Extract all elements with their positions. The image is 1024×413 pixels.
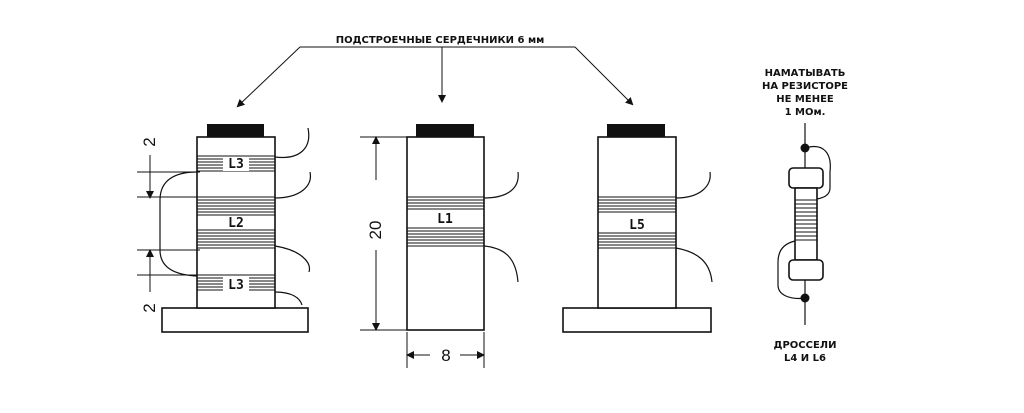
solder-point-bottom bbox=[800, 293, 810, 303]
coil-label-l1: L1 bbox=[437, 212, 453, 227]
resistor-end-cap-top bbox=[788, 167, 824, 189]
choke-lead-top bbox=[804, 146, 831, 200]
choke-caption-line-2: L4 И L6 bbox=[784, 353, 826, 364]
dim-bottom-gap: 2 bbox=[137, 249, 200, 313]
core-caption: ПОДСТРОЕЧНЫЕ СЕРДЕЧНИКИ 6 мм bbox=[336, 35, 545, 46]
arrow-right bbox=[574, 46, 634, 106]
dim-top-gap: 2 bbox=[137, 137, 200, 199]
lead-center-1 bbox=[483, 171, 519, 199]
tube-right bbox=[597, 136, 677, 309]
winding-l2: L2 bbox=[197, 196, 275, 249]
solder-point-top bbox=[800, 143, 810, 153]
arrow-left bbox=[236, 46, 301, 108]
coil-label-l2: L2 bbox=[228, 216, 244, 231]
lead-left-2 bbox=[274, 171, 311, 199]
lead-left-1 bbox=[274, 127, 310, 159]
core-cap-left bbox=[207, 124, 264, 137]
choke-caption: ДРОССЕЛИ L4 И L6 bbox=[774, 340, 837, 364]
core-cap-center bbox=[416, 124, 474, 137]
pointer-arrows bbox=[236, 46, 634, 108]
dim-label-top: 2 bbox=[140, 137, 159, 146]
core-cap-right bbox=[607, 124, 665, 137]
lead-right-2 bbox=[675, 247, 713, 283]
choke-lead-bottom bbox=[777, 240, 806, 300]
choke-caption-line-1: ДРОССЕЛИ bbox=[774, 340, 837, 351]
note-line-3: НЕ МЕНЕЕ bbox=[776, 94, 834, 105]
base-plate-right bbox=[562, 307, 712, 333]
dim-label-bottom: 2 bbox=[140, 303, 159, 312]
resistor-choke bbox=[777, 123, 831, 325]
choke-winding bbox=[795, 199, 817, 241]
dim-height: 20 bbox=[360, 136, 407, 331]
lead-right-1 bbox=[675, 171, 711, 199]
winding-l1: L1 bbox=[407, 196, 484, 247]
coil-label-l3-bottom: L3 bbox=[228, 278, 244, 293]
former-left: L3 L2 L3 bbox=[137, 124, 311, 333]
coil-label-l3-top: L3 bbox=[228, 157, 244, 172]
coil-label-l5: L5 bbox=[629, 218, 645, 233]
winding-l3-bottom: L3 bbox=[197, 274, 275, 293]
base-plate-left bbox=[161, 307, 309, 333]
lead-center-2 bbox=[483, 245, 519, 283]
winding-l3-top: L3 bbox=[197, 155, 275, 172]
link-wire-left bbox=[159, 171, 198, 277]
winding-l5: L5 bbox=[598, 196, 676, 249]
resistor-note: НАМАТЫВАТЬ НА РЕЗИСТОРЕ НЕ МЕНЕЕ 1 МОм. bbox=[762, 68, 848, 118]
lead-left-4 bbox=[274, 291, 303, 306]
note-line-1: НАМАТЫВАТЬ bbox=[765, 68, 846, 79]
resistor-end-cap-bottom bbox=[788, 259, 824, 281]
lead-left-3 bbox=[274, 245, 311, 273]
note-line-2: НА РЕЗИСТОРЕ bbox=[762, 81, 848, 92]
dim-width: 8 bbox=[406, 332, 485, 368]
note-line-4: 1 МОм. bbox=[785, 107, 826, 118]
former-center: L1 20 8 bbox=[360, 124, 519, 368]
dim-label-width: 8 bbox=[441, 346, 450, 365]
dim-label-height: 20 bbox=[366, 221, 385, 240]
former-right: L5 bbox=[562, 124, 713, 333]
